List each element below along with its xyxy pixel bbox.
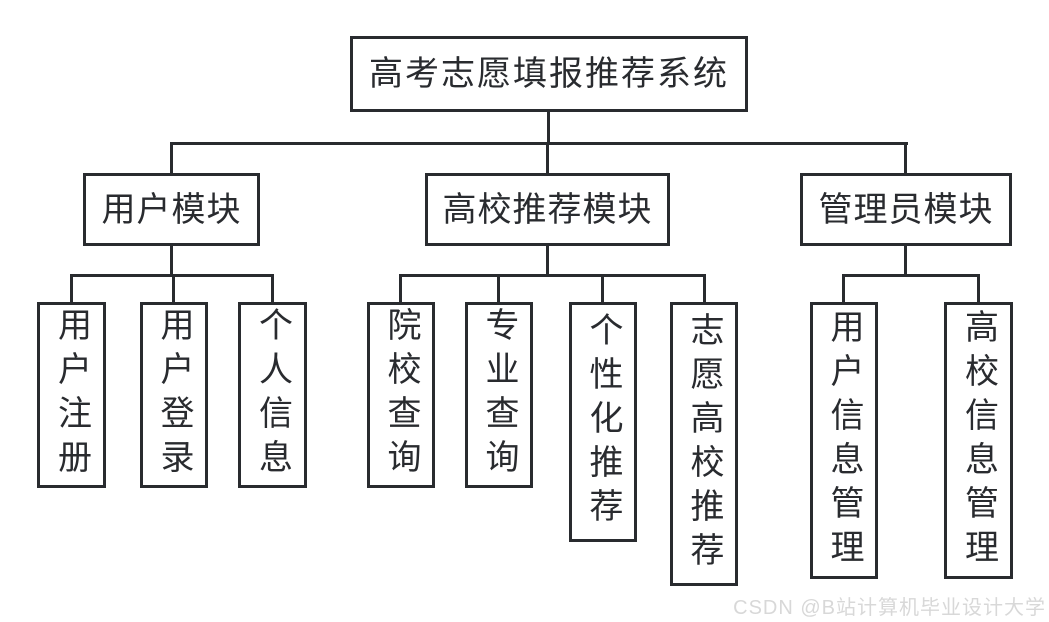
leaf-node-major-query: 专业查询 <box>465 302 533 488</box>
leaf-node-user-info-manage: 用户信息管理 <box>810 302 878 579</box>
connector-recommend-module-stem <box>546 246 549 277</box>
leaf-node-personal-info: 个人信息 <box>238 302 307 488</box>
leaf-node-personalized-recommend: 个性化推荐 <box>569 302 637 542</box>
connector-stub-college-query <box>399 277 402 302</box>
connector-stub-personalized-recommend <box>601 277 604 302</box>
connector-stub-volunteer-recommend <box>703 277 706 302</box>
root-node-title: 高考志愿填报推荐系统 <box>350 36 748 112</box>
module-node-user: 用户模块 <box>83 173 260 246</box>
connector-admin-group-hline <box>842 274 980 277</box>
connector-root-stem <box>547 112 550 145</box>
leaf-node-college-query: 院校查询 <box>367 302 435 488</box>
connector-stub-college-info-manage <box>977 277 980 302</box>
connector-user-module-stem <box>170 246 173 277</box>
connector-stub-module-recommend <box>546 145 549 173</box>
connector-stub-module-user <box>170 145 173 173</box>
leaf-node-user-login: 用户登录 <box>140 302 208 488</box>
connector-stub-personal-info <box>271 277 274 302</box>
connector-recommend-group-hline <box>399 274 706 277</box>
connector-level1-hline <box>170 142 908 145</box>
connector-stub-user-register <box>70 277 73 302</box>
connector-stub-user-info-manage <box>842 277 845 302</box>
connector-stub-major-query <box>497 277 500 302</box>
leaf-node-college-info-manage: 高校信息管理 <box>944 302 1013 579</box>
leaf-node-volunteer-college-recommend: 志愿高校推荐 <box>670 302 738 586</box>
connector-stub-user-login <box>172 277 175 302</box>
connector-user-group-hline <box>70 274 274 277</box>
watermark-text: CSDN @B站计算机毕业设计大学 <box>733 597 1046 619</box>
leaf-node-user-register: 用户注册 <box>37 302 106 488</box>
connector-admin-module-stem <box>904 246 907 277</box>
module-node-recommendation: 高校推荐模块 <box>425 173 670 246</box>
connector-stub-module-admin <box>904 145 907 173</box>
module-node-admin: 管理员模块 <box>800 173 1012 246</box>
